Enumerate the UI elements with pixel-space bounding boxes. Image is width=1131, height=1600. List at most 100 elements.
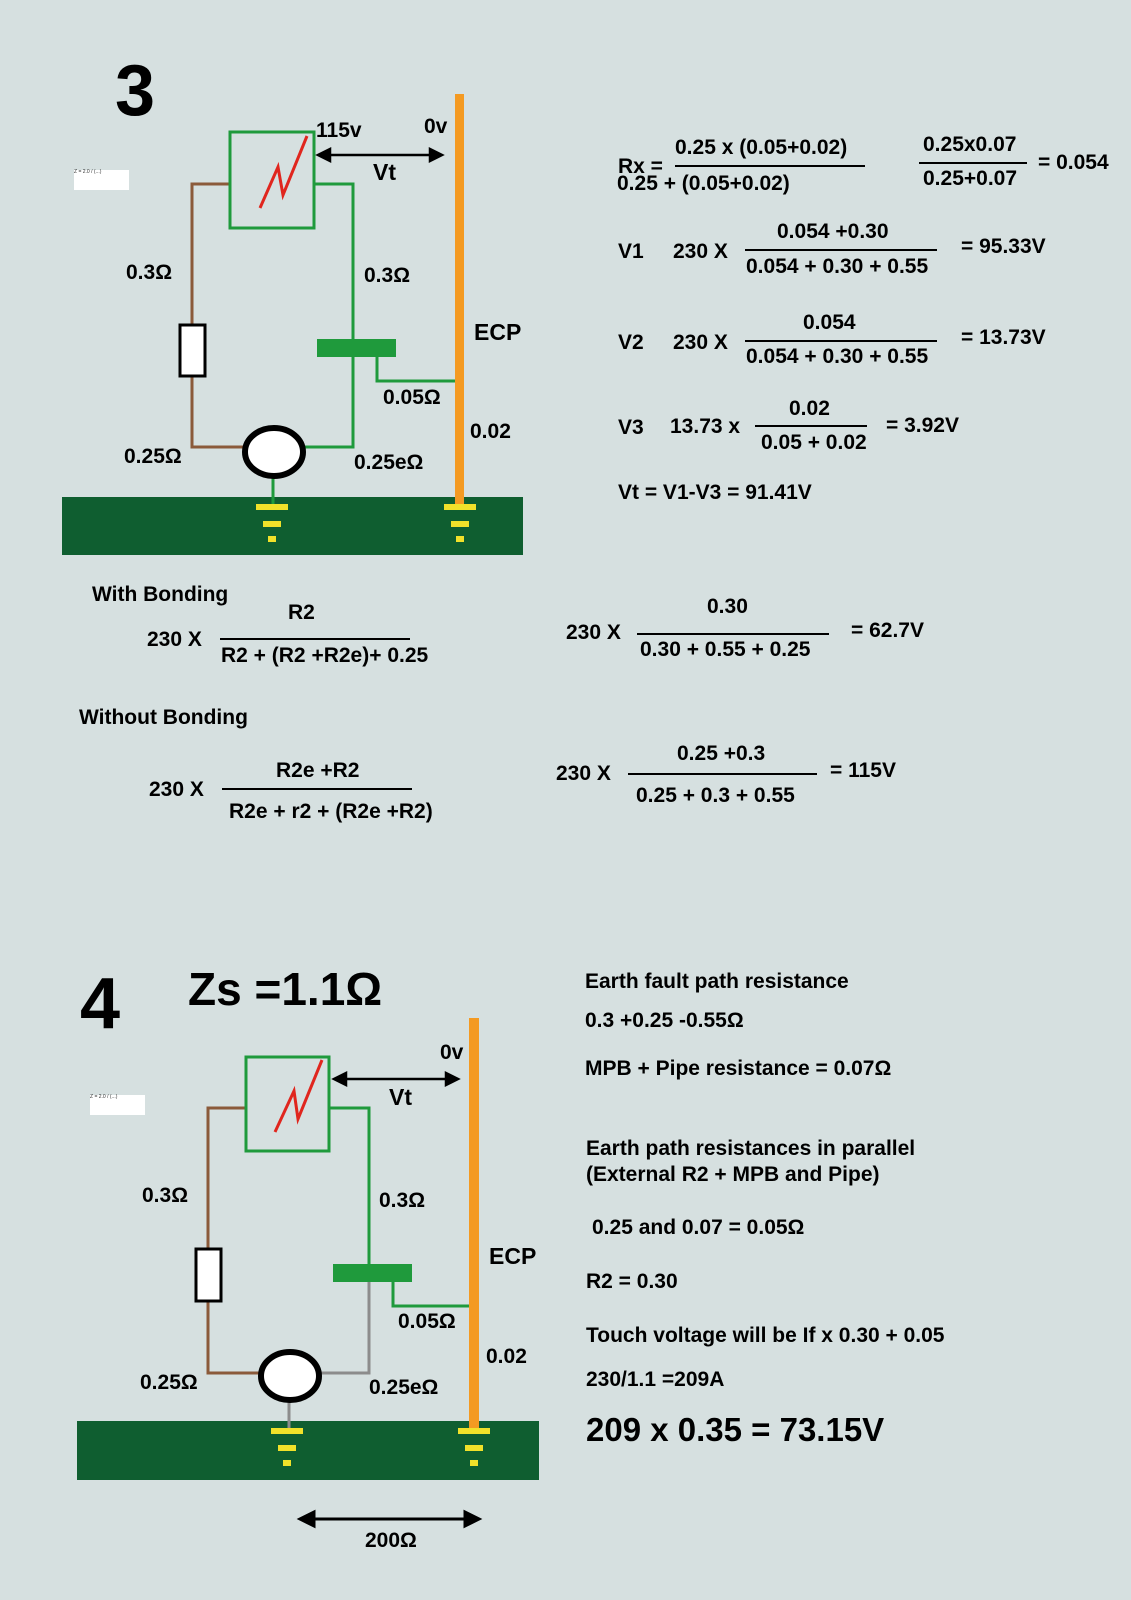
without-bonding-multiplier: 230 X — [149, 778, 204, 801]
line-wire-brown-3 — [190, 182, 246, 449]
vt-arrow-3 — [315, 146, 445, 164]
with-bonding-multiplier: 230 X — [147, 628, 202, 651]
label-r-top-left-4: 0.3Ω — [142, 1184, 189, 1207]
label-r-mpb-4: 0.05Ω — [398, 1310, 456, 1333]
v1-numerator: 0.054 +0.30 — [777, 220, 889, 243]
v3-denominator: 0.05 + 0.02 — [761, 431, 867, 454]
without-bonding-fraction-bar — [222, 788, 412, 790]
v2-result: = 13.73V — [961, 326, 1046, 349]
ecp-bar-3 — [455, 94, 464, 508]
rx2-denominator: 0.25+0.07 — [923, 167, 1018, 190]
v3-label: V3 — [618, 416, 644, 439]
with-bonding-calc-result: = 62.7V — [851, 619, 924, 642]
label-r-bottom-left-4: 0.25Ω — [140, 1371, 198, 1394]
v1-denominator: 0.054 + 0.30 + 0.55 — [746, 255, 929, 278]
vt-result-line: Vt = V1-V3 = 91.41V — [618, 481, 812, 504]
resistor-3 — [178, 323, 207, 378]
label-vt-3: Vt — [373, 159, 396, 185]
without-bonding-denominator: R2e + r2 + (R2e +R2) — [229, 800, 433, 823]
with-bonding-calc-denominator: 0.30 + 0.55 + 0.25 — [640, 638, 811, 661]
label-vt-4: Vt — [389, 1084, 412, 1110]
rx-denominator: 0.25 + (0.05+0.02) — [617, 172, 790, 195]
calc4-line-8: Touch voltage will be If x 0.30 + 0.05 — [586, 1324, 945, 1347]
line-mpb-link-3 — [375, 357, 455, 383]
with-bonding-calc-fraction-bar — [637, 633, 829, 635]
with-bonding-calc-numerator: 0.30 — [707, 595, 748, 618]
label-r-bottom-right-4: 0.25eΩ — [369, 1376, 439, 1399]
label-r-top-right-4: 0.3Ω — [379, 1189, 426, 1212]
v3-result: = 3.92V — [886, 414, 959, 437]
v1-fraction-bar — [745, 249, 937, 251]
diagram-4-number: 4 — [80, 964, 121, 1044]
rx2-numerator: 0.25x0.07 — [923, 133, 1017, 156]
with-bonding-fraction-bar — [220, 638, 410, 640]
label-115v: 115v — [316, 119, 362, 142]
label-ground-resistance: 200Ω — [365, 1529, 417, 1552]
without-bonding-calc-result: = 115V — [830, 759, 896, 782]
label-r-bottom-left-3: 0.25Ω — [124, 445, 182, 468]
earth-symbol-4a — [271, 1428, 303, 1466]
appliance-box-3 — [228, 130, 316, 230]
ground-resistance-arrow — [296, 1509, 483, 1529]
without-bonding-calc-numerator: 0.25 +0.3 — [677, 742, 766, 765]
v2-label: V2 — [618, 331, 644, 354]
without-bonding-calc-fraction-bar — [628, 773, 817, 775]
label-r-top-left-3: 0.3Ω — [126, 261, 173, 284]
zs-label: Zs =1.1Ω — [188, 963, 383, 1015]
rx-label: Rx = — [618, 155, 663, 178]
line-wire-green-4 — [329, 1106, 371, 1264]
line-mpb-link-4 — [391, 1282, 469, 1308]
without-bonding-numerator: R2e +R2 — [276, 759, 360, 782]
diagram-3-number: 3 — [115, 51, 156, 131]
mini-formula-image-3: Z = 2.0 / (...) — [74, 170, 129, 190]
v3-numerator: 0.02 — [789, 397, 830, 420]
supply-source-3 — [242, 425, 306, 479]
without-bonding-calc-denominator: 0.25 + 0.3 + 0.55 — [636, 784, 795, 807]
v3-multiplier: 13.73 x — [670, 415, 741, 438]
ecp-bar-4 — [469, 1018, 479, 1432]
vt-arrow-4 — [331, 1070, 461, 1088]
calc4-line-3: MPB + Pipe resistance = 0.07Ω — [585, 1057, 892, 1080]
calc4-line-6: 0.25 and 0.07 = 0.05Ω — [592, 1216, 805, 1239]
v1-multiplier: 230 X — [673, 240, 728, 263]
with-bonding-calc-multiplier: 230 X — [566, 621, 621, 644]
calc4-line-7: R2 = 0.30 — [586, 1270, 678, 1293]
label-r-mpb-3: 0.05Ω — [383, 386, 441, 409]
calc4-line-2: 0.3 +0.25 -0.55Ω — [585, 1009, 744, 1032]
label-r-pipe-3: 0.02 — [470, 420, 511, 443]
with-bonding-numerator: R2 — [288, 601, 315, 624]
mini-formula-image-4: Z = 2.0 / (...) — [90, 1095, 145, 1115]
rx2-fraction-bar — [919, 162, 1027, 164]
line-wire-green-3 — [303, 182, 355, 449]
label-r-top-right-3: 0.3Ω — [364, 264, 411, 287]
with-bonding-title: With Bonding — [92, 583, 229, 606]
label-0v-3: 0v — [424, 115, 448, 138]
bonding-clamp-4 — [333, 1264, 412, 1282]
without-bonding-title: Without Bonding — [79, 706, 248, 729]
v3-fraction-bar — [755, 425, 867, 427]
calc4-line-9: 230/1.1 =209A — [586, 1368, 725, 1391]
rx2-result: = 0.054 — [1038, 151, 1109, 174]
rx-numerator: 0.25 x (0.05+0.02) — [675, 136, 848, 159]
v2-numerator: 0.054 — [803, 311, 856, 334]
v2-fraction-bar — [745, 340, 937, 342]
without-bonding-calc-multiplier: 230 X — [556, 762, 611, 785]
label-r-bottom-right-3: 0.25eΩ — [354, 451, 424, 474]
calc4-result: 209 x 0.35 = 73.15V — [586, 1411, 885, 1448]
calc4-line-5: (External R2 + MPB and Pipe) — [586, 1163, 880, 1186]
v2-denominator: 0.054 + 0.30 + 0.55 — [746, 345, 929, 368]
line-wire-grey-4 — [318, 1282, 371, 1375]
v1-label: V1 — [618, 240, 644, 263]
v2-multiplier: 230 X — [673, 331, 728, 354]
bonding-clamp-3 — [317, 339, 396, 357]
calc4-line-4: Earth path resistances in parallel — [586, 1137, 916, 1160]
earth-symbol-4b — [458, 1428, 490, 1466]
earth-symbol-3b — [444, 504, 476, 542]
label-ecp-3: ECP — [474, 319, 522, 345]
line-wire-brown-4 — [206, 1106, 262, 1375]
with-bonding-denominator: R2 + (R2 +R2e)+ 0.25 — [221, 644, 429, 667]
fault-zigzag-4 — [273, 1059, 324, 1133]
label-r-pipe-4: 0.02 — [486, 1345, 527, 1368]
